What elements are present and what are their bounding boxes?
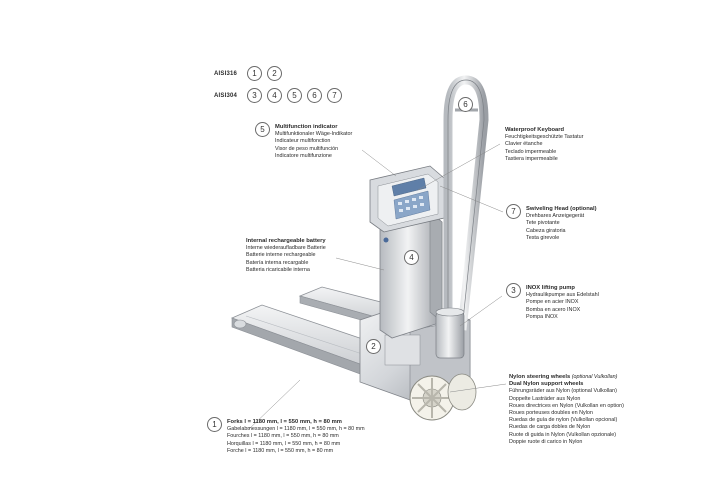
legend-number: 5 [287, 88, 302, 103]
legend-number: 3 [247, 88, 262, 103]
keyboard-line: Teclado impermeable [505, 148, 557, 155]
wheels-line: Ruedas de guía de nylon (Vulkollan opcio… [509, 417, 618, 424]
legend-label-aisi316: AISI316 [214, 70, 238, 77]
pump-title: INOX lifting pump [526, 285, 575, 291]
wheels-line: Ruedas de carga dobles de Nylon [509, 424, 591, 431]
swivel-number: 7 [506, 204, 521, 219]
legend-number: 2 [267, 66, 282, 81]
swivel-line: Testa girevole [526, 234, 560, 241]
column-housing [379, 211, 443, 339]
swivel-line: Drehbares Anzeigegerät [526, 213, 585, 220]
wheels-block: Nylon steering wheels (optional Vulkolla… [509, 374, 624, 446]
multifunction-line: Indicatore multifunzione [275, 152, 332, 159]
multifunction-indicator-block: 5 Multifunction indicator Multifunktiona… [255, 122, 352, 160]
wheels-line: Führungsräder aus Nylon (optional Vulkol… [509, 388, 617, 395]
pump-line: Pompa INOX [526, 313, 558, 320]
wheels-line: Ruote di guida in Nylon (Vulkollan opzio… [509, 431, 617, 438]
wheels-line: Roues directrices en Nylon (Vulkollan en… [509, 402, 624, 409]
keyboard-line: Feuchtigkeitsgeschützte Tastatur [505, 134, 584, 141]
wheels-title-a: Nylon steering wheels [509, 374, 571, 380]
keyboard-line: Clavier étanche [505, 141, 543, 148]
swivel-line: Cabeza giratoria [526, 227, 566, 234]
forks-line: Fourches l = 1180 mm, l = 550 mm, h = 80… [227, 433, 339, 440]
battery-line: Batteria ricaricabile interna [246, 266, 310, 273]
forks-line: Gabelabmessungen l = 1180 mm, l = 550 mm… [227, 426, 365, 433]
pump-line: Hydraulikpumpe aus Edelstahl [526, 292, 599, 299]
hydraulic-pump [435, 307, 465, 359]
battery-line: Batterie interne rechargeable [246, 252, 316, 259]
wheels-title-b: Dual Nylon support wheels [509, 381, 584, 388]
multifunction-line: Indicateur multifonction [275, 138, 331, 145]
forks-block: 1 Forks l = 1180 mm, l = 550 mm, h = 80 … [207, 417, 365, 455]
multifunction-line: Multifunktionaler Wäge-Indikator [275, 131, 353, 138]
multifunction-line: Visor de peso multifunción [275, 145, 339, 152]
forks-title: Forks l = 1180 mm, l = 550 mm, h = 80 mm [227, 419, 342, 425]
pump-number: 3 [506, 283, 521, 298]
steering-wheels [409, 373, 477, 421]
multifunction-text: Multifunction indicator Multifunktionale… [275, 124, 352, 160]
pump-block: 3 INOX lifting pump Hydraulikpumpe aus E… [506, 283, 599, 321]
multifunction-title: Multifunction indicator [275, 124, 338, 130]
pump-line: Pompe en acier INOX [526, 299, 579, 306]
callout-column: 4 [404, 250, 419, 265]
swivel-line: Tete pivotante [526, 220, 560, 227]
legend-number: 1 [247, 66, 262, 81]
forks-number: 1 [207, 417, 222, 432]
wheels-line: Doppelte Lasträder aus Nylon [509, 395, 581, 402]
wheels-line: Doppie ruote di carico in Nylon [509, 438, 583, 445]
swivel-text: Swiveling Head (optional) Drehbares Anze… [526, 206, 597, 242]
legend-row-aisi316: AISI316 1 2 [214, 66, 282, 81]
wheels-line: Roues porteuses doubles en Nylon [509, 410, 593, 417]
forks-line: Horquillas l = 1180 mm, l = 550 mm, h = … [227, 440, 341, 447]
forks-text: Forks l = 1180 mm, l = 550 mm, h = 80 mm… [227, 419, 365, 455]
callout-forks: 2 [366, 339, 381, 354]
keyboard-block: Waterproof Keyboard Feuchtigkeitsgeschüt… [505, 127, 583, 163]
pump-line: Bomba en acero INOX [526, 306, 581, 313]
battery-title: Internal rechargeable battery [246, 238, 326, 244]
swivel-title: Swiveling Head (optional) [526, 206, 597, 212]
wheels-title-line: Nylon steering wheels (optional Vulkolla… [509, 374, 624, 381]
callout-handle: 6 [458, 97, 473, 112]
multifunction-number: 5 [255, 122, 270, 137]
battery-block: Internal rechargeable battery Interne wi… [246, 238, 326, 274]
tiller-handle [443, 75, 489, 331]
swivel-head-block: 7 Swiveling Head (optional) Drehbares An… [506, 204, 597, 242]
legend-number: 6 [307, 88, 322, 103]
legend-label-aisi304: AISI304 [214, 92, 238, 99]
keyboard-title: Waterproof Keyboard [505, 127, 565, 133]
wheels-title-a-option: (optional Vulkollan) [571, 374, 618, 380]
legend-number: 4 [267, 88, 282, 103]
pump-text: INOX lifting pump Hydraulikpumpe aus Ede… [526, 285, 599, 321]
leader-lines [247, 143, 507, 431]
keyboard-line: Tastiera impermeabile [505, 155, 558, 162]
legend-number: 7 [327, 88, 342, 103]
forks-line: Forche l = 1180 mm, l = 550 mm, h = 80 m… [227, 447, 334, 454]
battery-line: Interne wiederaufladbare Batterie [246, 245, 326, 252]
battery-line: Batería interna recargable [246, 259, 309, 266]
legend-row-aisi304: AISI304 3 4 5 6 7 [214, 88, 342, 103]
